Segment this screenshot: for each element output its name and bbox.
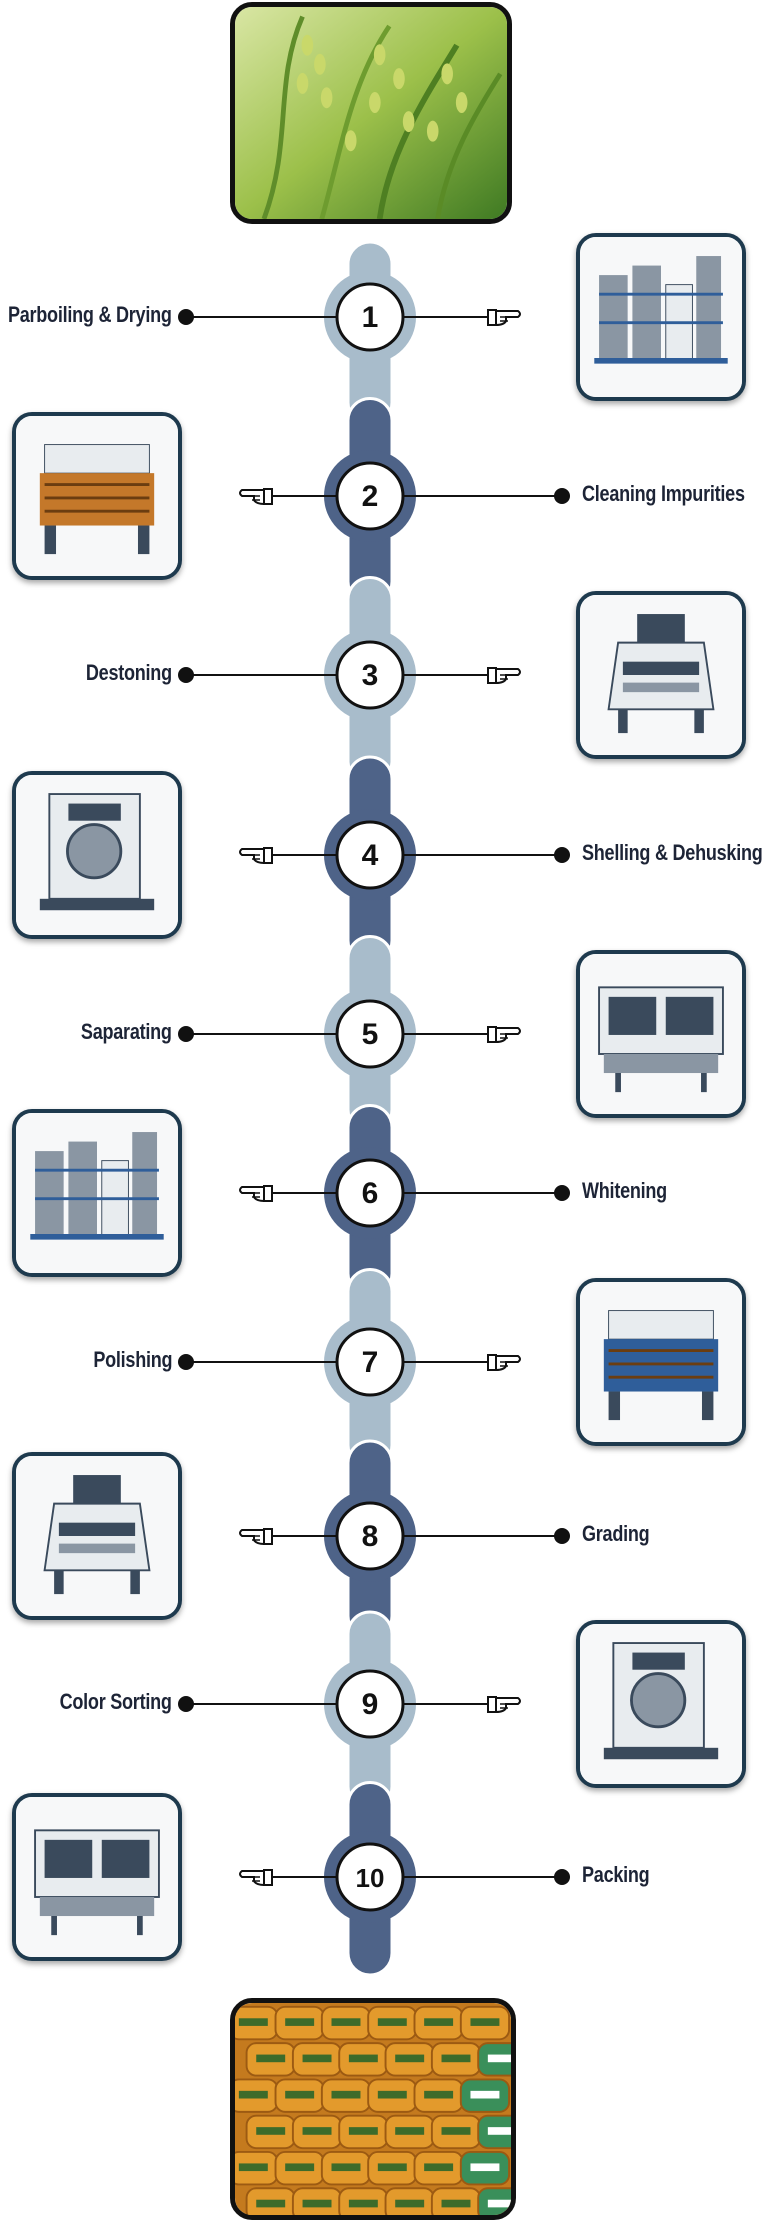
polisher-machine-icon <box>580 1282 742 1442</box>
step-number: 10 <box>356 1863 385 1893</box>
connector-dot <box>554 1869 570 1885</box>
machine-photo-6 <box>12 1109 182 1277</box>
rice-plant-icon <box>235 7 507 219</box>
whitener-machine-icon <box>16 1113 178 1273</box>
step-number-circle <box>335 1669 405 1739</box>
step-6: 6 <box>239 1158 570 1228</box>
step-number: 2 <box>362 480 379 513</box>
connector-dot <box>178 667 194 683</box>
step-label: Color Sorting <box>59 1689 172 1714</box>
step-10: 10 <box>239 1842 570 1912</box>
machine-photo-1 <box>576 233 746 401</box>
step-number: 4 <box>362 839 379 872</box>
step-label: Destoning <box>86 660 172 685</box>
step-7: 7 <box>178 1327 521 1397</box>
step-number: 1 <box>362 301 379 334</box>
machine-photo-7 <box>576 1278 746 1446</box>
step-label: Shelling & Dehusking <box>582 840 763 865</box>
step-label: Packing <box>582 1862 650 1887</box>
packing-machine-icon <box>16 1797 178 1957</box>
machine-photo-9 <box>576 1620 746 1788</box>
step-number-circle <box>335 282 405 352</box>
step-label: Parboiling & Drying <box>8 302 172 327</box>
step-number: 9 <box>362 1688 379 1721</box>
connector-dot <box>178 1354 194 1370</box>
pointing-hand-icon <box>487 1696 521 1714</box>
pointing-hand-icon <box>487 309 521 327</box>
step-number: 7 <box>362 1346 379 1379</box>
step-1: 1 <box>178 282 521 352</box>
machine-photo-8 <box>12 1452 182 1620</box>
pointing-hand-icon <box>239 1185 273 1203</box>
step-number-circle <box>335 999 405 1069</box>
pointing-hand-icon <box>239 1528 273 1546</box>
machine-photo-4 <box>12 771 182 939</box>
paddy-separator-icon <box>580 954 742 1114</box>
connector-dot <box>554 1528 570 1544</box>
pointing-hand-icon <box>239 1869 273 1887</box>
connector-dot <box>178 1696 194 1712</box>
step-number-circle <box>335 1158 405 1228</box>
step-label: Polishing <box>93 1347 172 1372</box>
step-number-circle <box>335 640 405 710</box>
color-sorter-icon <box>580 1624 742 1784</box>
connector-dot <box>178 1026 194 1042</box>
step-number: 8 <box>362 1520 379 1553</box>
step-label: Cleaning Impurities <box>582 481 745 506</box>
step-number-circle <box>335 1842 405 1912</box>
step-number-circle <box>335 820 405 890</box>
step-label: Grading <box>582 1521 650 1546</box>
machine-photo-10 <box>12 1793 182 1961</box>
pointing-hand-icon <box>239 488 273 506</box>
machine-photo-5 <box>576 950 746 1118</box>
grader-machine-icon <box>16 1456 178 1616</box>
destoner-machine-icon <box>580 595 742 755</box>
step-4: 4 <box>239 820 570 890</box>
rice-plant-photo <box>230 2 512 224</box>
step-number-circle <box>335 1327 405 1397</box>
step-label: Whitening <box>582 1178 667 1203</box>
step-label: Saparating <box>81 1019 172 1044</box>
step-number-circle <box>335 1501 405 1571</box>
step-number: 3 <box>362 659 379 692</box>
step-3: 3 <box>178 640 521 710</box>
step-number: 6 <box>362 1177 379 1210</box>
connector-dot <box>178 309 194 325</box>
machine-photo-2 <box>12 412 182 580</box>
cleaning-separator-icon <box>16 416 178 576</box>
step-9: 9 <box>178 1669 521 1739</box>
husker-machine-icon <box>16 775 178 935</box>
connector-dot <box>554 847 570 863</box>
step-5: 5 <box>178 999 521 1069</box>
step-2: 2 <box>239 461 570 531</box>
silo-drying-tower-icon <box>580 237 742 397</box>
rice-bags-photo <box>230 1998 516 2220</box>
step-8: 8 <box>239 1501 570 1571</box>
pointing-hand-icon <box>239 847 273 865</box>
pointing-hand-icon <box>487 667 521 685</box>
machine-photo-3 <box>576 591 746 759</box>
connector-dot <box>554 1185 570 1201</box>
step-number: 5 <box>362 1018 379 1051</box>
pointing-hand-icon <box>487 1026 521 1044</box>
pointing-hand-icon <box>487 1354 521 1372</box>
rice-bags-icon <box>235 2003 511 2215</box>
step-number-circle <box>335 461 405 531</box>
connector-dot <box>554 488 570 504</box>
